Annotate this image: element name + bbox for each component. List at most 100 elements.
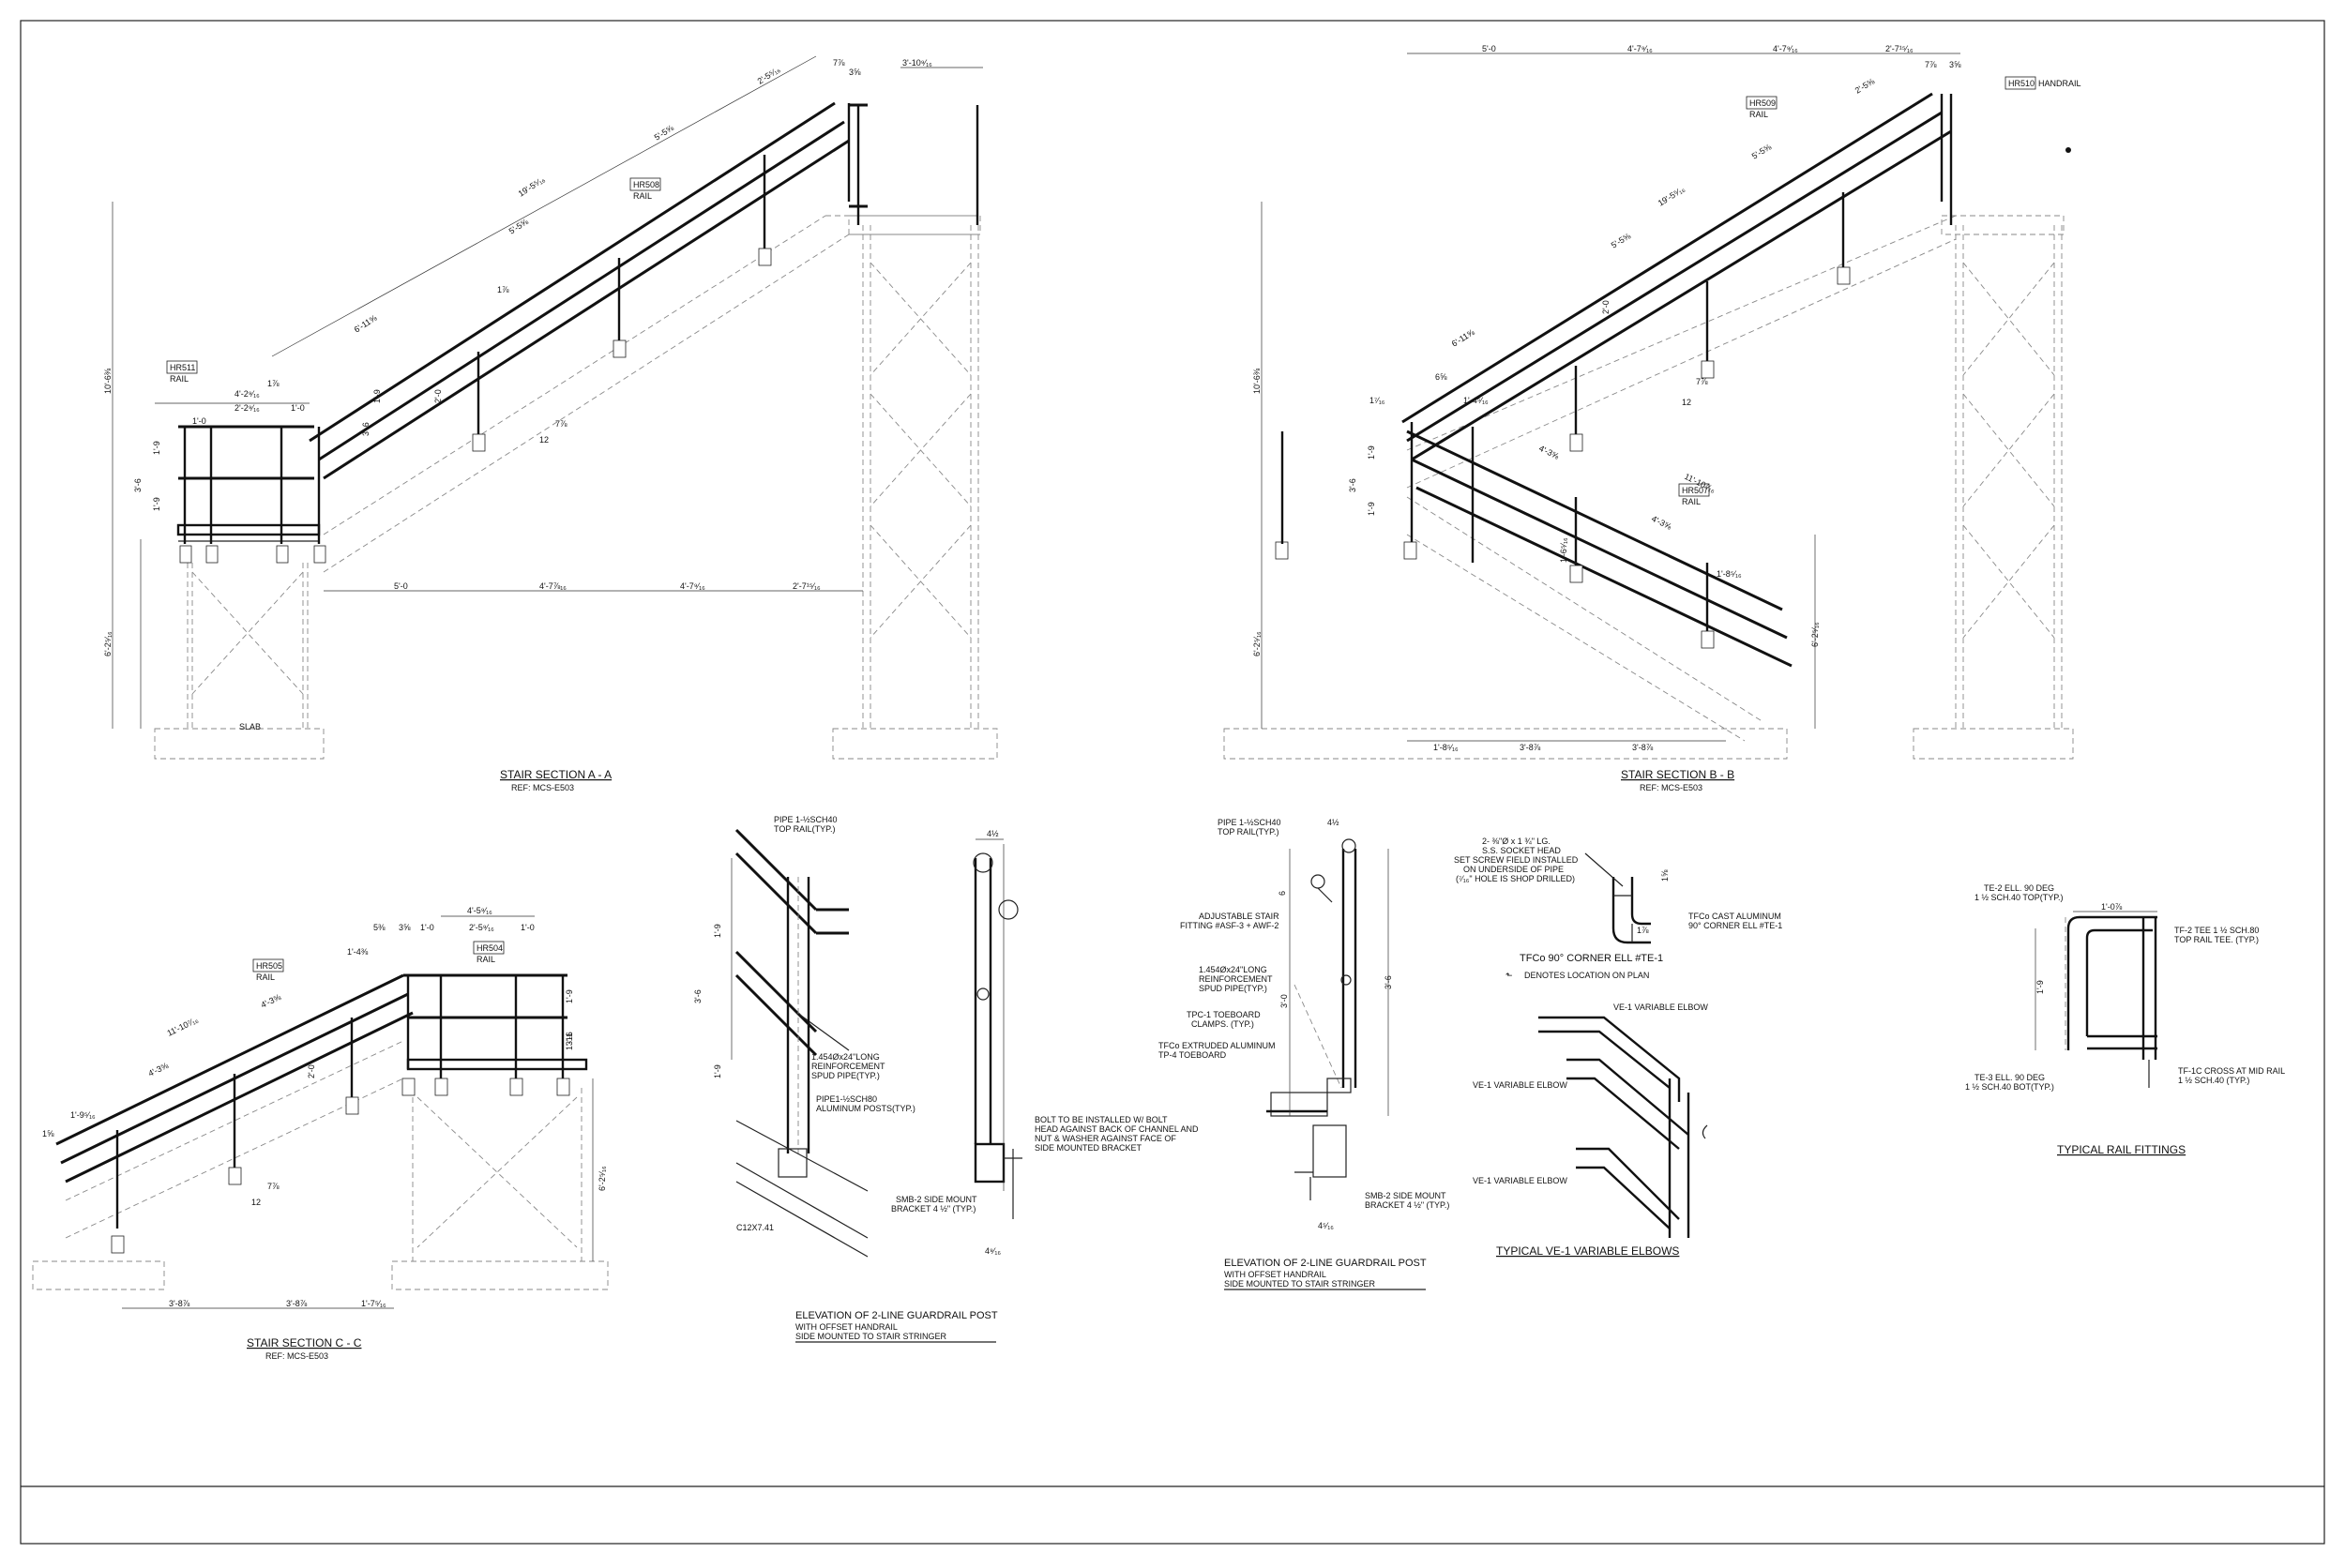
bb-dim-rail-s2: 1'-9 (1367, 502, 1376, 516)
cc-rail-tag-1: HR505 (256, 961, 282, 971)
variable-elbows-detail: VE-1 VARIABLE ELBOW VE-1 VARIABLE ELBOW … (1473, 1003, 1708, 1258)
fit-te3-2: 1 ½ SCH.40 BOT(TYP.) (1965, 1082, 2054, 1092)
aa-title: STAIR SECTION A - A (500, 768, 612, 781)
bb-rail-word-2: RAIL (1682, 497, 1701, 506)
slab-outline (154, 728, 325, 760)
cc-dim-top-2: 5⅜ (373, 923, 386, 932)
bb-dim-seg-a: 2'-5⅝ (1853, 76, 1877, 96)
aa-dim-rail-s3: 3'-6 (361, 422, 371, 436)
stair-section-bb: HR509 RAIL HR507 RAIL HR510 HANDRAIL 5'-… (1223, 44, 2081, 792)
corner-ell-detail: 2- ⅜"Ø x 1 ¾" LG. S.S. SOCKET HEAD SET S… (1454, 837, 1782, 980)
eo-smb-2: BRACKET 4 ½" (TYP.) (891, 1204, 976, 1214)
ell-title: TFCo 90° CORNER ELL #TE-1 (1520, 953, 1663, 964)
bb-rail-tag-2: HR507 (1682, 486, 1708, 495)
cc-dim-bottom-3: 1'-7⁵⁄₁₆ (361, 1299, 386, 1308)
eo-dim-h: 3'-6 (693, 989, 703, 1003)
eo-spud-1: 1.454Øx24"LONG (811, 1052, 880, 1062)
cc-dim-rail-s3: 2'-0 (307, 1064, 316, 1078)
cc-dim-bottom-2: 3'-8⅞ (286, 1299, 308, 1308)
eo-bolt-1: BOLT TO BE INSTALLED W/ BOLT (1035, 1115, 1168, 1124)
cc-title: STAIR SECTION C - C (247, 1336, 362, 1349)
ell-dim-1: 1⅝ (1660, 869, 1670, 882)
bb-dim-top-2: 4'-7⁹⁄₁₆ (1627, 44, 1653, 53)
cc-dim-small-3: 1⅝ (42, 1129, 54, 1138)
bb-slope-run: 12 (1682, 398, 1691, 407)
aa-dim-seg-b: 5'-5⅝ (507, 217, 531, 236)
fit-tf1-2: 1 ½ SCH.40 (TYP.) (2178, 1076, 2249, 1085)
eo-dim-b: 1'-9 (713, 1064, 722, 1078)
aa-dim-bottom-4: 2'-7¹⁵⁄₁₆ (793, 581, 821, 591)
ell-dim-2: 1⅞ (1637, 926, 1649, 935)
et-fit-1: ADJUSTABLE STAIR (1199, 912, 1279, 921)
et-pipe-2: TOP RAIL(TYP.) (1218, 827, 1279, 837)
eo-post-1: PIPE1-½SCH80 (816, 1094, 877, 1104)
ell-note-1: 2- ⅜"Ø x 1 ¾" LG. (1482, 837, 1551, 846)
bb-dim-lower-b: 4'-3⅝ (1650, 514, 1673, 532)
cc-dim-rail-s2: 1'-11 (565, 1033, 574, 1050)
bb-dim-rail-s3: 2'-0 (1601, 300, 1611, 314)
et-pipe-1: PIPE 1-½SCH40 (1218, 818, 1281, 827)
et-dim-top: 4½ (1327, 818, 1339, 827)
aa-dim-rail-s4: 1'-9 (372, 389, 382, 403)
bb-dim-seg-b: 5'-5⅝ (1750, 142, 1774, 161)
bb-dim-lower-e: 1'-6⁵⁄₁₆ (1559, 537, 1568, 563)
eo-spud-2: REINFORCEMENT (811, 1062, 885, 1071)
elbows-title: TYPICAL VE-1 VARIABLE ELBOWS (1496, 1244, 1679, 1258)
et-spud-1: 1.454Øx24"LONG (1199, 965, 1267, 974)
eo-sub-1: WITH OFFSET HANDRAIL (795, 1322, 898, 1332)
aa-slope-rise: 7⅞ (555, 419, 567, 429)
aa-dim-top-run: 19'-5⁵⁄₁₆ (517, 174, 547, 199)
aa-dim-bottom-1: 5'-0 (394, 581, 408, 591)
aa-dim-small-4: 1⅞ (497, 285, 509, 294)
ell-legend: DENOTES LOCATION ON PLAN (1524, 971, 1649, 980)
cc-dim-seg-b: 4'-3⅝ (146, 1061, 170, 1078)
aa-ref: REF: MCS-E503 (511, 783, 574, 792)
cc-slope-run: 12 (251, 1198, 261, 1207)
bb-dim-seg-c: 5'-5⅝ (1610, 231, 1633, 250)
aa-dim-landing-1: 4'-2⁹⁄₁₆ (234, 389, 260, 399)
fit-tf2-1: TF-2 TEE 1 ½ SCH.80 (2174, 926, 2259, 935)
cc-dim-top-3: 3⅝ (399, 923, 411, 932)
bb-dim-top-3: 4'-7⁹⁄₁₆ (1773, 44, 1798, 53)
eo-pipe-1: PIPE 1-½SCH40 (774, 815, 838, 824)
cc-dim-run: 11'-10⁷⁄₁₆ (165, 1015, 200, 1038)
eo-smb-1: SMB-2 SIDE MOUNT (896, 1195, 977, 1204)
aa-rail-word-1: RAIL (170, 374, 189, 384)
elevation-toeboard: PIPE 1-½SCH40 TOP RAIL(TYP.) 4½ ADJUSTAB… (1158, 818, 1449, 1290)
bb-dim-seg-d: 6'-11⅝ (1450, 327, 1476, 349)
aa-dim-rail-h: 3'-6 (133, 478, 143, 492)
ell-note-4: ON UNDERSIDE OF PIPE (1463, 865, 1564, 874)
et-dim-30: 3'-0 (1279, 994, 1289, 1008)
aa-dim-seg-a: 5'-5⅝ (653, 123, 676, 143)
cc-dim-rail-s1: 1'-9 (565, 989, 574, 1003)
fittings-title: TYPICAL RAIL FITTINGS (2057, 1143, 2186, 1156)
aa-slope-run: 12 (539, 435, 549, 445)
bb-dim-upper-run: 19'-5⁵⁄₁₆ (1657, 184, 1687, 207)
cc-dim-small-2: 1'-9⁵⁄₁₆ (70, 1110, 96, 1120)
fit-tf2-2: TOP RAIL TEE. (TYP.) (2174, 935, 2259, 944)
fit-dim-w: 1'-0⅞ (2101, 902, 2123, 912)
et-dim-bot: 4⁵⁄₁₆ (1318, 1221, 1334, 1230)
stair-section-cc: HR505 RAIL HR504 RAIL 4'-5⁹⁄₁₆ 5⅜ 3⅝ 1'-… (32, 906, 609, 1361)
et-sub-1: WITH OFFSET HANDRAIL (1224, 1270, 1326, 1279)
cc-dim-rail-h: 3'-6 (565, 1032, 574, 1046)
aa-rail-word-2: RAIL (633, 191, 652, 201)
et-tpc-1: TPC-1 TOEBOARD (1187, 1010, 1261, 1019)
et-smb-2: BRACKET 4 ½" (TYP.) (1365, 1200, 1449, 1210)
bb-handrail-word: HANDRAIL (2038, 79, 2081, 88)
et-sub-2: SIDE MOUNTED TO STAIR STRINGER (1224, 1279, 1376, 1289)
bb-rail-tag-3: HR510 (2008, 79, 2035, 88)
bb-dim-bottom-2: 3'-8⅞ (1520, 743, 1541, 752)
eo-title: ELEVATION OF 2-LINE GUARDRAIL POST (795, 1310, 998, 1321)
cc-dim-seg-a: 4'-3⅝ (259, 992, 282, 1010)
bb-dim-small-1: 7⅞ (1925, 60, 1937, 69)
elbow-label-1: VE-1 VARIABLE ELBOW (1613, 1003, 1708, 1012)
aa-dim-top-right: 3'-10⁹⁄₁₆ (902, 58, 932, 68)
bb-dim-top-4: 2'-7¹⁵⁄₁₆ (1885, 44, 1914, 53)
et-tf-2: TP-4 TOEBOARD (1158, 1050, 1227, 1060)
aa-dim-bottom-3: 4'-7⁹⁄₁₆ (680, 581, 705, 591)
elevation-offset-handrail: PIPE 1-½SCH40 TOP RAIL(TYP.) 1.454Øx24"L… (693, 815, 1199, 1343)
cc-dim-height: 6'-2⁵⁄₁₆ (598, 1166, 607, 1191)
bb-slope-rise: 7⅞ (1696, 377, 1708, 386)
